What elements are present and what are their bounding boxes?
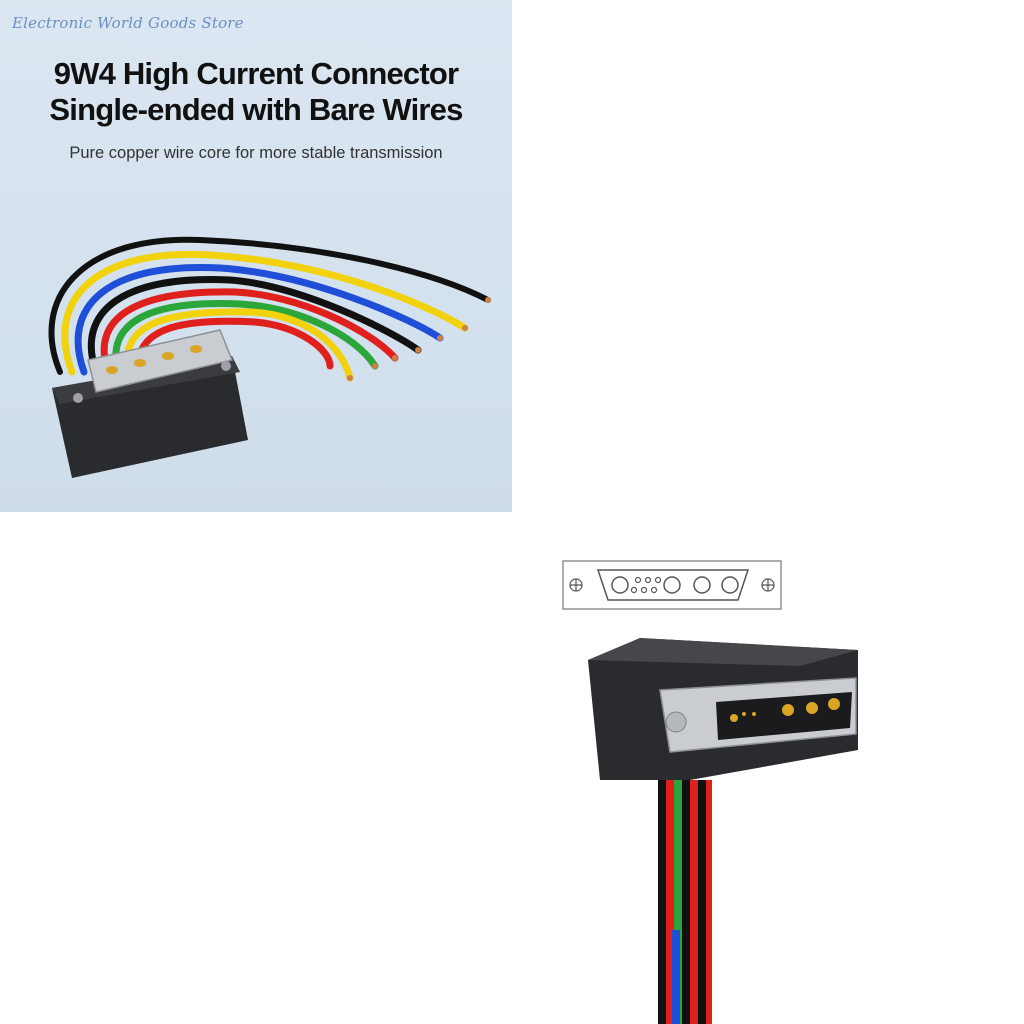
product-hero-panel: Electronic World Goods Store 9W4 High Cu…: [0, 0, 512, 512]
connector-with-wires-image: [48, 236, 491, 478]
pinout-diagram: [562, 560, 782, 610]
headline-line-2: Single-ended with Bare Wires: [49, 92, 463, 127]
connector-front-view-image: [588, 638, 858, 1024]
mounting-hole-icon: [569, 578, 775, 592]
subtitle: Pure copper wire core for more stable tr…: [69, 144, 443, 162]
headline-line-1: 9W4 High Current Connector: [53, 56, 459, 91]
store-name: Electronic World Goods Store: [12, 14, 244, 32]
